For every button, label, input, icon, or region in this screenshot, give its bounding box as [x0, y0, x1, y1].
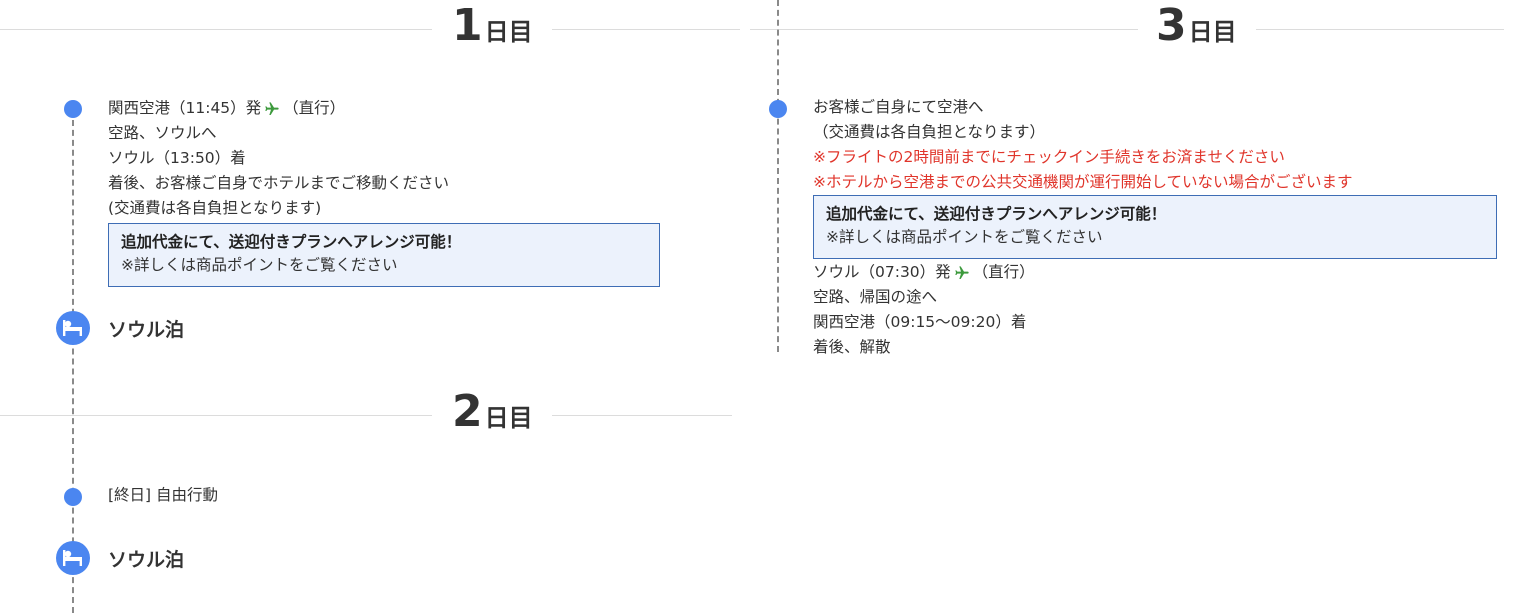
transfer-option-box: 追加代金にて、送迎付きプランへアレンジ可能！ ※詳しくは商品ポイントをご覧くださ… [813, 195, 1497, 259]
timeline-line [72, 110, 74, 613]
hotel-bed-icon [56, 541, 90, 575]
day-3-header: 3 日目 [750, 0, 1510, 60]
timeline-dot [769, 100, 787, 118]
transfer-option-title: 追加代金にて、送迎付きプランへアレンジ可能！ [121, 233, 462, 251]
schedule-line: ソウル（07:30）発 （直行） [813, 260, 1497, 285]
right-column: 3 日目 お客様ご自身にて空港へ （交通費は各自負担となります） ※フライトの2… [750, 0, 1510, 613]
schedule-line: （交通費は各自負担となります） [813, 123, 1046, 141]
day-1-schedule: 関西空港（11:45）発 （直行） 空路、ソウルへ ソウル（13:50）着 着後… [108, 96, 660, 287]
day-1-header: 1 日目 [0, 0, 740, 60]
plane-icon [955, 265, 969, 279]
direct-flight-text: （直行） [972, 263, 1035, 281]
day-3-schedule: お客様ご自身にて空港へ （交通費は各自負担となります） ※フライトの2時間前まで… [813, 95, 1497, 360]
schedule-line: (交通費は各自負担となります) [108, 199, 322, 217]
header-rule-left [0, 415, 432, 416]
day-unit: 日目 [1188, 18, 1237, 46]
schedule-line: 関西空港（11:45）発 （直行） [108, 96, 660, 121]
transfer-option-box: 追加代金にて、送迎付きプランへアレンジ可能！ ※詳しくは商品ポイントをご覧くださ… [108, 223, 660, 287]
schedule-line: 関西空港（09:15～09:20）着 [813, 313, 1027, 331]
header-rule-right [552, 29, 740, 30]
day-2-title: 2 日目 [434, 386, 551, 438]
transfer-option-title: 追加代金にて、送迎付きプランへアレンジ可能！ [826, 205, 1167, 223]
schedule-line: 着後、解散 [813, 338, 891, 356]
departure-text: ソウル（07:30）発 [813, 263, 951, 281]
schedule-line: 着後、お客様ご自身でホテルまでご移動ください [108, 174, 450, 192]
transfer-option-note: ※詳しくは商品ポイントをご覧ください [121, 256, 398, 274]
plane-icon [265, 101, 279, 115]
timeline-line [777, 0, 779, 352]
schedule-line: 空路、ソウルへ [108, 124, 217, 142]
timeline-dot [64, 100, 82, 118]
direct-flight-text: （直行） [283, 99, 346, 117]
departure-text: 関西空港（11:45）発 [108, 99, 262, 117]
transfer-option-note: ※詳しくは商品ポイントをご覧ください [826, 228, 1103, 246]
day-unit: 日目 [484, 18, 533, 46]
warning-line: ※ホテルから空港までの公共交通機関が運行開始していない場合がございます [813, 173, 1353, 191]
schedule-line: 空路、帰国の途へ [813, 288, 938, 306]
day-number: 1 [452, 0, 483, 51]
header-rule-right [552, 415, 732, 416]
schedule-line: ソウル（13:50）着 [108, 149, 246, 167]
day-number: 3 [1156, 0, 1187, 51]
schedule-line: お客様ご自身にて空港へ [813, 98, 984, 116]
hotel-label: ソウル泊 [108, 549, 185, 571]
header-rule-left [750, 29, 1138, 30]
day-2-schedule: [終日] 自由行動 [108, 483, 218, 508]
header-rule-right [1256, 29, 1504, 30]
day-2-header: 2 日目 [0, 386, 740, 446]
timeline-dot [64, 488, 82, 506]
hotel-bed-icon [56, 311, 90, 345]
hotel-label: ソウル泊 [108, 319, 185, 341]
day-1-title: 1 日目 [434, 0, 551, 52]
left-column: 1 日目 関西空港（11:45）発 （直行） 空路、ソウルへ ソウル（13:50… [0, 0, 740, 613]
warning-line: ※フライトの2時間前までにチェックイン手続きをお済ませください [813, 148, 1285, 166]
day-3-title: 3 日目 [1138, 0, 1255, 52]
header-rule-left [0, 29, 432, 30]
day-number: 2 [452, 386, 483, 437]
schedule-line: [終日] 自由行動 [108, 486, 219, 504]
day-unit: 日目 [484, 404, 533, 432]
